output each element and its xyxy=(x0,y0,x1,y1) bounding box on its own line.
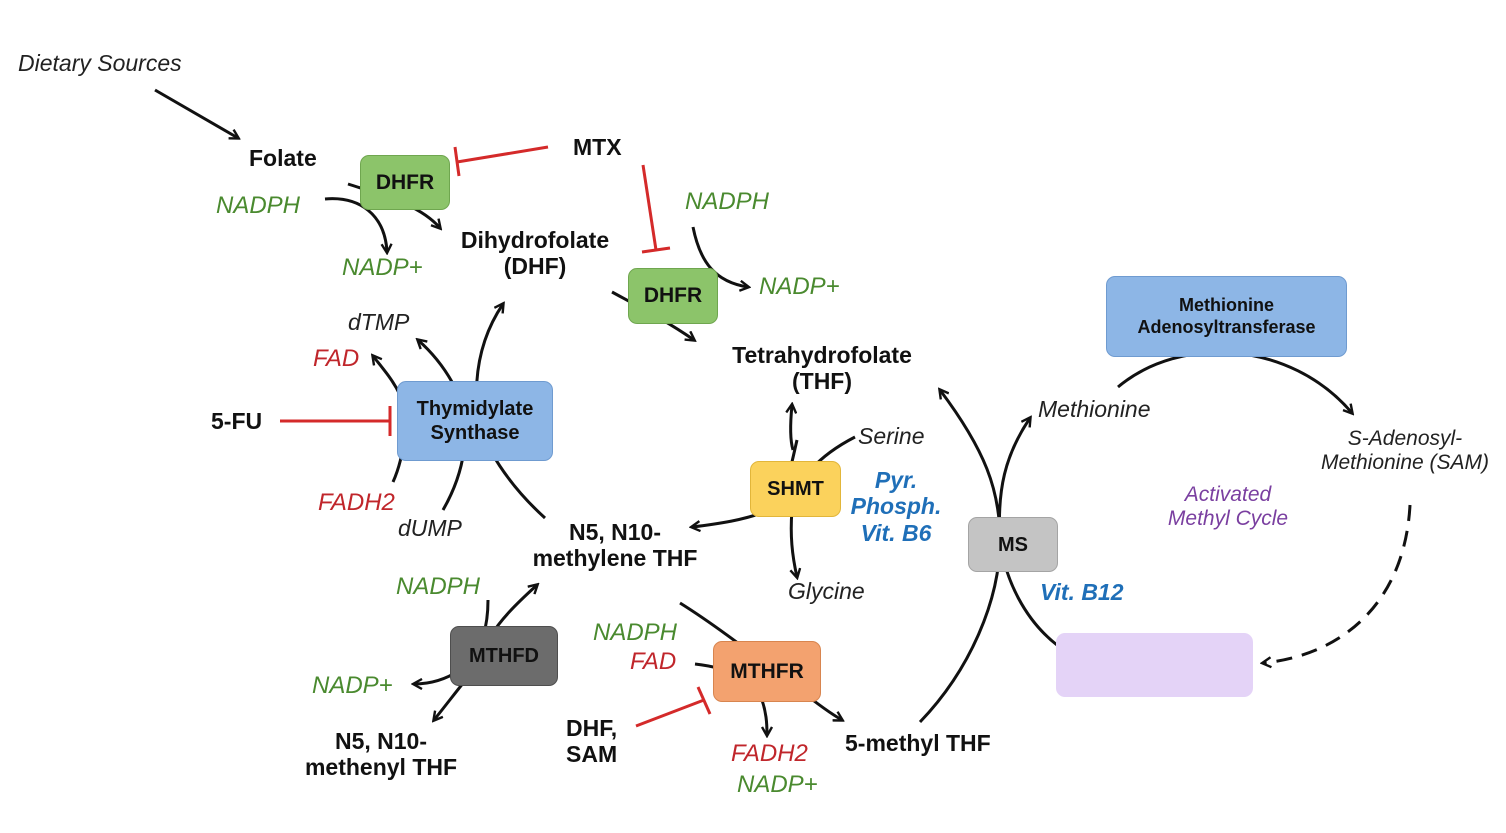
fadh2-label-1: FADH2 xyxy=(318,489,395,516)
fadh2-label-2: FADH2 xyxy=(731,740,808,767)
methenyl-line1: N5, N10- xyxy=(334,728,428,754)
fad-label-2: FAD xyxy=(630,648,677,675)
mtx-label: MTX xyxy=(573,134,622,160)
dhfr-enzyme-1: DHFR xyxy=(360,155,450,210)
dietary-sources-label: Dietary Sources xyxy=(18,50,182,76)
nadph-label-4: NADPH xyxy=(593,619,678,646)
methylene-line2: methylene THF xyxy=(532,545,698,572)
pyridoxal-phosphate-label: Pyr. Phosph. Vit. B6 xyxy=(840,467,952,546)
ts-label-line2: Synthase xyxy=(430,422,520,444)
methylene-line1: N5, N10- xyxy=(568,519,662,545)
inhibition-mtx-dhfr2 xyxy=(641,164,658,251)
activated-line2: Methyl Cycle xyxy=(1167,507,1289,531)
arrow-dietary-to-folate xyxy=(154,88,238,138)
mat-label-line2: Adenosyltransferase xyxy=(1137,316,1316,337)
dhf-sam-line1: DHF, xyxy=(566,715,618,741)
nadph-label-2: NADPH xyxy=(685,188,770,215)
vit-b12-label: Vit. B12 xyxy=(1040,579,1124,605)
inhibition-mtx-dhfr1 xyxy=(456,145,549,164)
nadp-plus-label-3: NADP+ xyxy=(312,672,393,699)
mthfr-enzyme: MTHFR xyxy=(713,641,821,702)
methylene-thf-label: N5, N10- methylene THF xyxy=(514,519,716,572)
nadph-label-1: NADPH xyxy=(216,192,301,219)
dhf-sam-label: DHF, SAM xyxy=(566,715,617,768)
activated-line1: Activated xyxy=(1184,483,1272,506)
nadp-plus-label-4: NADP+ xyxy=(737,771,818,798)
dhf-label: Dihydrofolate (DHF) xyxy=(444,227,626,280)
five-methyl-thf-label: 5-methyl THF xyxy=(845,730,991,756)
thf-label-line2: (THF) xyxy=(791,368,853,395)
folate-label: Folate xyxy=(249,145,317,171)
methenyl-line2: methenyl THF xyxy=(304,754,458,781)
ts-label-line1: Thymidylate xyxy=(416,398,534,420)
arrow-shmt-up-to-thf xyxy=(791,405,793,451)
fad-label-1: FAD xyxy=(313,345,360,372)
pyr-line1: Pyr. xyxy=(874,467,918,493)
thymidylate-synthase-enzyme: Thymidylate Synthase xyxy=(397,381,553,461)
ms-enzyme: MS xyxy=(968,517,1058,572)
arrow-nadph-to-nadp-1 xyxy=(324,197,387,252)
activated-methyl-cycle-label: Activated Methyl Cycle xyxy=(1152,483,1304,531)
thf-label: Tetrahydrofolate (THF) xyxy=(713,342,931,395)
sam-line1: S-Adenosyl- xyxy=(1347,427,1463,450)
serine-label: Serine xyxy=(858,423,925,449)
pyr-line3: Vit. B6 xyxy=(860,519,932,546)
nadp-plus-label-2: NADP+ xyxy=(759,273,840,300)
dhfr-enzyme-2: DHFR xyxy=(628,268,718,324)
glycine-label: Glycine xyxy=(788,578,865,604)
mat-label-line1: Methionine xyxy=(1179,294,1274,315)
nadp-plus-label-1: NADP+ xyxy=(342,254,423,281)
thf-label-line1: Tetrahydrofolate xyxy=(732,342,912,368)
sam-line2: Methionine (SAM) xyxy=(1320,451,1490,475)
dhf-label-line1: Dihydrofolate xyxy=(460,227,610,253)
inhibition-dhfsam-mthfr xyxy=(635,698,705,728)
dtmp-label: dTMP xyxy=(348,309,410,335)
five-fu-label: 5-FU xyxy=(211,408,263,434)
arrow-sam-to-placeholder xyxy=(1263,504,1412,663)
pyr-line2: Phosph. xyxy=(850,493,942,520)
homocysteine-placeholder-box xyxy=(1056,633,1253,697)
methionine-label: Methionine xyxy=(1038,396,1151,422)
sam-label: S-Adenosyl- Methionine (SAM) xyxy=(1308,427,1502,475)
nadph-label-3: NADPH xyxy=(396,573,481,600)
mthfd-enzyme: MTHFD xyxy=(450,626,558,686)
shmt-enzyme: SHMT xyxy=(750,461,841,517)
dump-label: dUMP xyxy=(398,515,462,541)
arrow-methionine-to-sam xyxy=(1117,351,1352,413)
dhf-label-line2: (DHF) xyxy=(503,253,567,280)
dhf-sam-line2: SAM xyxy=(566,741,618,768)
methionine-adenosyltransferase-enzyme: Methionine Adenosyltransferase xyxy=(1106,276,1347,357)
methenyl-thf-label: N5, N10- methenyl THF xyxy=(288,728,474,781)
